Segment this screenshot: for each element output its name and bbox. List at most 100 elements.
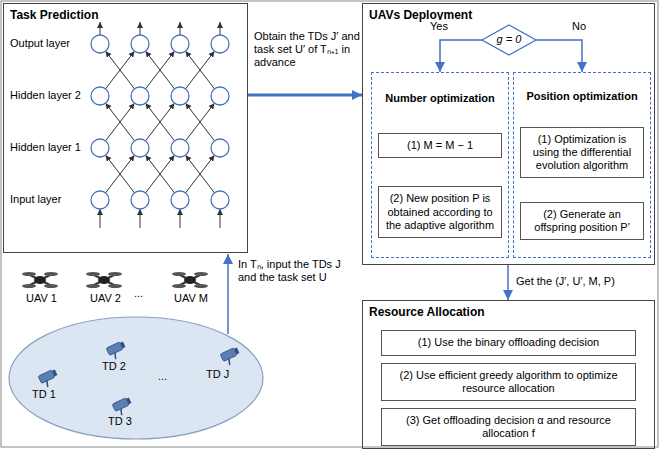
panel-title: Task Prediction — [4, 4, 247, 26]
edge-label: Get the (J′, U′, M, P) — [514, 275, 617, 288]
panel-title: Resource Allocation — [363, 301, 491, 323]
neuron — [171, 191, 189, 209]
node-text: Number optimization — [378, 92, 502, 105]
decision-diamond: g = 0 — [481, 24, 537, 56]
connector — [248, 94, 362, 97]
uav-label: UAV M — [174, 292, 208, 305]
camera-icon — [220, 347, 242, 367]
network-link — [185, 103, 214, 141]
network-io-arrow — [100, 22, 101, 35]
neuron — [171, 35, 189, 53]
process-box: (2) New position P is obtained according… — [378, 186, 502, 238]
panel: Resource Allocation (1) Use the binary of… — [362, 300, 655, 449]
uav-icon — [172, 272, 208, 288]
network-link — [105, 51, 134, 89]
network-link — [105, 103, 134, 141]
process-box: (2) Use efficient greedy algorithm to op… — [381, 363, 636, 401]
network-io-arrow — [180, 22, 181, 35]
edge-label: No — [570, 20, 588, 33]
neuron — [211, 35, 229, 53]
layer-label: Input layer — [10, 193, 61, 206]
neuron — [171, 87, 189, 105]
neuron — [91, 191, 109, 209]
network-link — [185, 155, 214, 193]
network-io-arrow — [100, 209, 101, 228]
network-link — [185, 103, 214, 141]
camera-icon — [106, 341, 128, 361]
network-io-arrow — [180, 209, 181, 228]
node-text: (2) Generate an offspring position P′ — [526, 208, 638, 234]
node-text: TD 1 — [32, 388, 56, 401]
network-link — [105, 155, 134, 193]
node-text: (1) Optimization is using the differenti… — [526, 133, 638, 173]
node-text: g = 0 — [497, 33, 522, 46]
neuron — [131, 87, 149, 105]
node-text: TD 2 — [102, 360, 126, 373]
camera-icon — [112, 397, 134, 417]
neuron — [91, 35, 109, 53]
connector — [507, 265, 509, 300]
node-text: (3) Get offloading decision α and resour… — [387, 414, 630, 440]
dashed-group: Number optimization (1) M = M − 1 (2) New … — [371, 72, 509, 258]
neuron — [171, 139, 189, 157]
neuron — [211, 87, 229, 105]
connector — [536, 40, 582, 72]
neuron — [131, 139, 149, 157]
edge-label: In Tₙ, input the TDs J and the task set … — [236, 258, 358, 284]
dashed-group: Position optimization (1) Optimization is… — [513, 72, 651, 258]
process-box: (1) M = M − 1 — [378, 133, 502, 158]
uav-label: UAV 2 — [90, 292, 121, 305]
network-link — [185, 51, 214, 89]
device-region: TD 1 TD 2 TD 3... TD J — [8, 316, 264, 440]
node-text: (1) M = M − 1 — [384, 139, 496, 152]
layer-label: Hidden layer 1 — [10, 141, 81, 154]
neuron — [131, 35, 149, 53]
node-text: Position optimization — [520, 90, 644, 103]
neuron — [91, 139, 109, 157]
uav-label: ... — [134, 287, 143, 300]
node-text: TD 3 — [108, 415, 132, 428]
network-link — [145, 51, 174, 89]
node-text: (2) New position P is obtained according… — [384, 192, 496, 232]
neuron — [211, 139, 229, 157]
node-text: ... — [158, 370, 167, 383]
network-link — [145, 155, 174, 193]
network-link — [105, 155, 134, 193]
camera-icon — [38, 369, 60, 389]
network-io-arrow — [220, 209, 221, 228]
neuron — [211, 191, 229, 209]
node-text: (1) Use the binary offloading decision — [387, 336, 630, 349]
process-box: (1) Use the binary offloading decision — [381, 330, 636, 355]
network-link — [145, 155, 174, 193]
node-text: TD J — [206, 368, 229, 381]
edge-label: Obtain the TDs J′ and task set U′ of Tₙ₊… — [252, 30, 362, 70]
process-box: (3) Get offloading decision α and resour… — [381, 408, 636, 446]
edge-label: Yes — [428, 20, 450, 33]
node-text: (2) Use efficient greedy algorithm to op… — [387, 369, 630, 395]
neuron — [91, 87, 109, 105]
network-io-arrow — [140, 209, 141, 228]
process-box: (1) Optimization is using the differenti… — [520, 127, 644, 179]
network-link — [185, 155, 214, 193]
neural-network — [91, 22, 229, 228]
network-link — [145, 103, 174, 141]
process-box: (2) Generate an offspring position P′ — [520, 202, 644, 240]
network-io-arrow — [220, 22, 221, 35]
network-link — [185, 51, 214, 89]
panel: UAVs Deployment g = 0 Number optimization (… — [362, 3, 655, 265]
uav-label: UAV 1 — [26, 292, 57, 305]
uav-icon — [86, 272, 122, 288]
layer-label: Hidden layer 2 — [10, 89, 81, 102]
neuron — [131, 191, 149, 209]
network-link — [145, 51, 174, 89]
network-link — [105, 51, 134, 89]
connector — [227, 254, 229, 334]
network-io-arrow — [140, 22, 141, 35]
uav-icon — [22, 272, 58, 288]
network-link — [145, 103, 174, 141]
connector — [440, 40, 482, 72]
panel-title: UAVs Deployment — [363, 4, 654, 26]
layer-label: Output layer — [10, 37, 70, 50]
